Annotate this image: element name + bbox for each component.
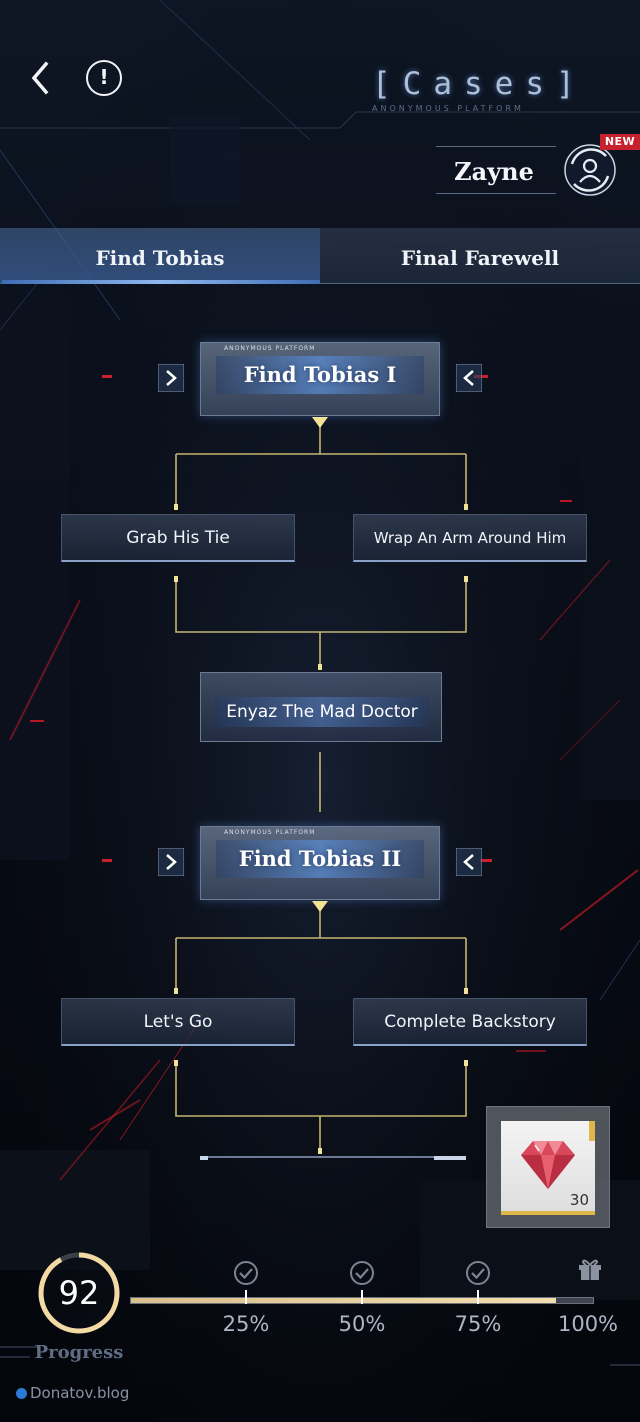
chevron-right-icon (158, 364, 184, 392)
reward-card: 30 (501, 1121, 595, 1215)
checkmark-circle-icon (350, 1261, 374, 1285)
tab-find-tobias[interactable]: Find Tobias (0, 228, 320, 284)
page-title: [Cases] (372, 66, 587, 102)
story-node-enyaz[interactable]: Enyaz The Mad Doctor (200, 672, 442, 742)
chapter-title: Find Tobias II (216, 840, 424, 878)
character-name: Zayne (454, 157, 534, 186)
down-triangle-icon (312, 901, 328, 912)
progress-fill (131, 1298, 557, 1303)
watermark: Donatov.blog (16, 1384, 176, 1406)
milestone-tick (361, 1290, 363, 1304)
milestone-label: 75% (454, 1312, 502, 1336)
milestone-tick (245, 1290, 247, 1304)
rarity-tag (589, 1121, 595, 1141)
reward-panel[interactable]: 30 (486, 1106, 610, 1228)
red-diamond-icon (521, 1141, 575, 1189)
page-subtitle: ANONYMOUS PLATFORM (372, 104, 524, 113)
progress-label: Progress (34, 1342, 124, 1363)
checkmark-circle-icon (234, 1261, 258, 1285)
chevron-right-icon (158, 848, 184, 876)
chapter-node-find-tobias-2[interactable]: ANONYMOUS PLATFORM Find Tobias II (158, 810, 482, 920)
down-triangle-icon (312, 417, 328, 428)
info-icon[interactable]: ! (86, 60, 122, 96)
progress-value: 92 (58, 1274, 100, 1312)
milestone-label: 100% (557, 1312, 619, 1336)
new-badge: NEW (600, 134, 640, 150)
progress-ring (38, 1252, 120, 1334)
choice-wrap-an-arm[interactable]: Wrap An Arm Around Him (353, 514, 587, 562)
choice-lets-go[interactable]: Let's Go (61, 998, 295, 1046)
chevron-left-icon (456, 848, 482, 876)
milestone-tick (477, 1290, 479, 1304)
choice-complete-backstory[interactable]: Complete Backstory (353, 998, 587, 1046)
tab-final-farewell[interactable]: Final Farewell (400, 246, 560, 270)
checkmark-circle-icon (466, 1261, 490, 1285)
gift-icon[interactable] (576, 1254, 604, 1282)
reward-count: 30 (569, 1191, 589, 1209)
back-icon[interactable] (22, 58, 62, 98)
milestone-label: 25% (222, 1312, 270, 1336)
chapter-title: Find Tobias I (216, 356, 424, 394)
chapter-node-find-tobias-1[interactable]: ANONYMOUS PLATFORM Find Tobias I (158, 326, 482, 436)
choice-grab-his-tie[interactable]: Grab His Tie (61, 514, 295, 562)
character-switch-icon[interactable] (562, 142, 618, 198)
tab-bar: Find Tobias Final Farewell (0, 228, 640, 284)
story-node-label: Enyaz The Mad Doctor (215, 697, 429, 727)
milestone-label: 50% (338, 1312, 386, 1336)
chapter-tag: ANONYMOUS PLATFORM (224, 829, 316, 836)
chevron-left-icon (456, 364, 482, 392)
chapter-tag: ANONYMOUS PLATFORM (224, 345, 316, 352)
character-name-frame (436, 146, 556, 194)
